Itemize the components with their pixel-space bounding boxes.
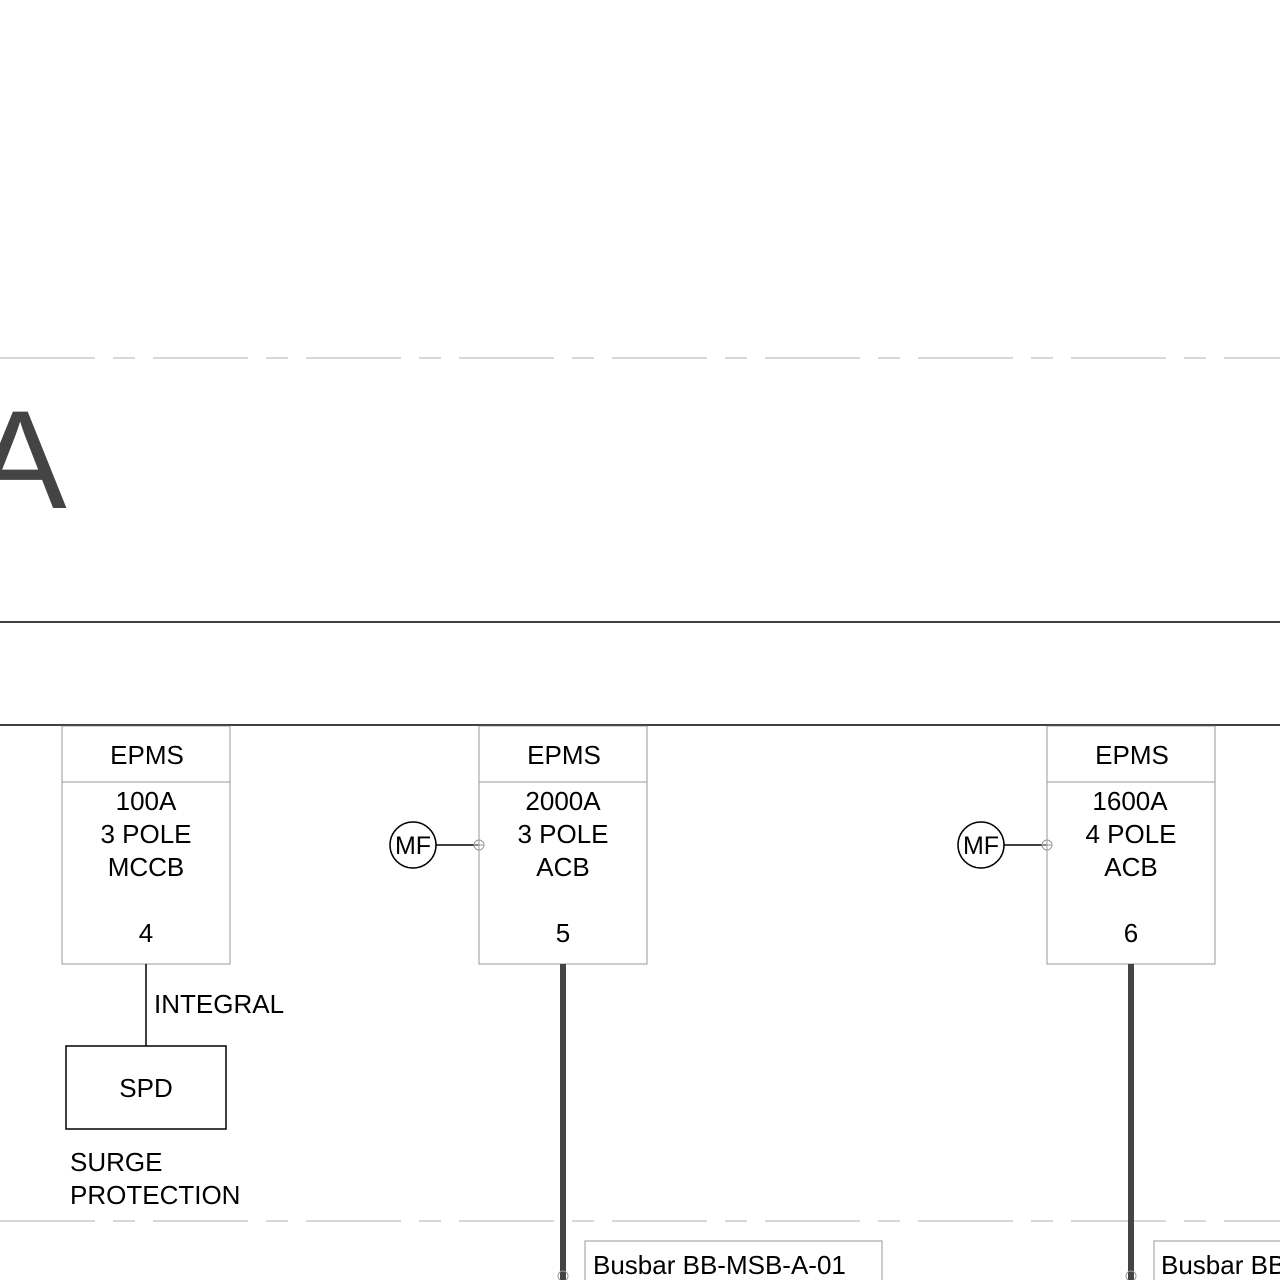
feeder-terminal-6 <box>1125 1270 1137 1280</box>
mf-trip-unit-6[interactable]: MF <box>957 821 1053 869</box>
breaker-number: 4 <box>139 918 153 948</box>
busbar-label: Busbar BB <box>1161 1250 1280 1280</box>
breaker-poles: 4 POLE <box>1085 819 1176 849</box>
busbar-tag-2[interactable]: Busbar BB <box>1153 1240 1280 1280</box>
feeder-terminal-5 <box>557 1270 569 1280</box>
spd-box <box>65 1045 227 1130</box>
meter-label: EPMS <box>527 740 601 770</box>
breaker-type: MCCB <box>108 852 185 882</box>
spd-label: SPD <box>119 1073 172 1103</box>
mf-label: MF <box>395 832 431 860</box>
breaker-box <box>1046 725 1216 965</box>
busbar-tag-1[interactable]: Busbar BB-MSB-A-01 <box>584 1240 883 1280</box>
spd-connection-label: INTEGRAL <box>154 989 284 1019</box>
meter-label: EPMS <box>1095 740 1169 770</box>
breaker-poles: 3 POLE <box>100 819 191 849</box>
breaker-box <box>478 725 648 965</box>
breaker-6[interactable]: EPMS 1600A 4 POLE ACB 6 <box>1046 725 1216 965</box>
breaker-4[interactable]: EPMS 100A 3 POLE MCCB 4 <box>61 725 231 965</box>
mf-label: MF <box>963 832 999 860</box>
breaker-5[interactable]: EPMS 2000A 3 POLE ACB 5 <box>478 725 648 965</box>
breaker-poles: 3 POLE <box>517 819 608 849</box>
busbar-label: Busbar BB-MSB-A-01 <box>593 1250 846 1280</box>
spd-caption-line1: SURGE <box>70 1147 162 1177</box>
breaker-rating: 100A <box>116 786 177 816</box>
meter-label: EPMS <box>110 740 184 770</box>
breaker-rating: 2000A <box>525 786 601 816</box>
breaker-number: 5 <box>556 918 570 948</box>
busbar-tag-box <box>584 1240 883 1280</box>
breaker-number: 6 <box>1124 918 1138 948</box>
breaker-type: ACB <box>1104 852 1157 882</box>
busbar-tag-box <box>1153 1240 1280 1280</box>
spd-caption-line2: PROTECTION <box>70 1180 240 1210</box>
breaker-type: ACB <box>536 852 589 882</box>
breaker-box <box>61 725 231 965</box>
spd-device[interactable]: SPD <box>65 1045 227 1130</box>
mf-trip-unit-5[interactable]: MF <box>389 821 485 869</box>
panel-title-fragment: A <box>0 381 67 538</box>
breaker-rating: 1600A <box>1092 786 1168 816</box>
